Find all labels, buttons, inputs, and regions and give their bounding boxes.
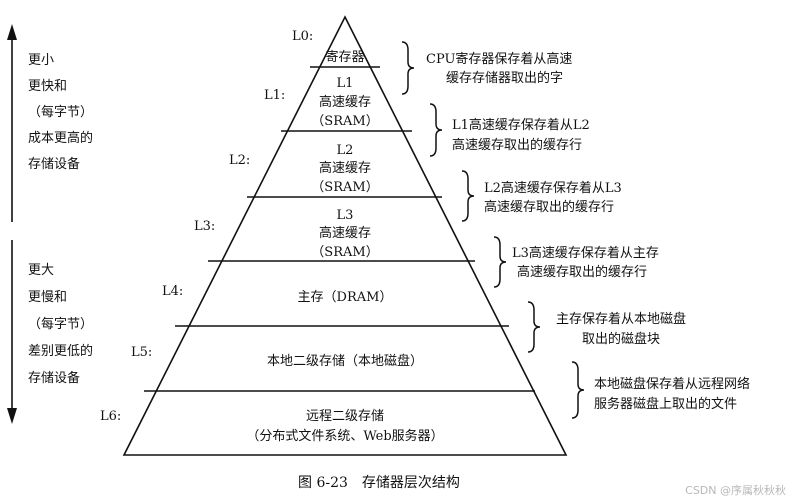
left-annotation-bottom: 更大 更慢和 （每字节） 差别更低的 存储设备 [28, 263, 93, 386]
level-label: L4: [162, 284, 183, 299]
level-label: L2: [229, 153, 250, 168]
side-text: （每字节） [28, 316, 93, 332]
level-description: 主存保存着从本地磁盘 [556, 311, 686, 327]
level-name: 高速缓存 [319, 94, 371, 110]
level-label: L0: [292, 29, 313, 44]
side-text: （每字节） [28, 104, 93, 120]
pyramid-texts: 寄存器 L1 高速缓存 （SRAM） L2 高速缓存 （SRAM） L3 高速缓… [246, 49, 443, 444]
side-text: 成本更高的 [28, 130, 93, 146]
pyramid-dividers [144, 66, 535, 392]
level-name: （SRAM） [311, 245, 378, 260]
level-name: 主存（DRAM） [298, 290, 393, 305]
watermark: CSDN @序属秋秋秋 [685, 483, 786, 497]
level-description: CPU寄存器保存着从高速 [426, 51, 572, 67]
side-text: 更大 [28, 263, 54, 278]
level-name: 本地二级存储（本地磁盘） [267, 353, 423, 369]
level-label: L5: [131, 345, 152, 360]
side-text: 存储设备 [28, 370, 80, 386]
larger-arrow [7, 240, 17, 424]
side-text: 差别更低的 [28, 343, 93, 359]
level-description: 高速缓存取出的缓存行 [517, 264, 647, 280]
level-description: L2高速缓存保存着从L3 [484, 180, 622, 196]
level-name: L3 [337, 208, 354, 223]
level-label: L6: [100, 409, 121, 424]
faster-arrow [7, 24, 17, 222]
level-name: （SRAM） [311, 114, 378, 129]
level-description: 高速缓存取出的缓存行 [452, 137, 582, 153]
level-description: 高速缓存取出的缓存行 [484, 199, 614, 215]
level-descriptions: CPU寄存器保存着从高速 缓存存储器取出的字 L1高速缓存保存着从L2 高速缓存… [426, 51, 750, 412]
level-description: 服务器磁盘上取出的文件 [594, 396, 737, 412]
level-labels: L0: L1: L2: L3: L4: L5: L6: [100, 29, 313, 424]
level-name: 寄存器 [325, 49, 364, 65]
left-annotation-top: 更小 更快和 （每字节） 成本更高的 存储设备 [28, 53, 93, 172]
level-name: （SRAM） [311, 180, 378, 195]
right-braces [401, 41, 585, 419]
level-description: L1高速缓存保存着从L2 [452, 117, 590, 133]
level-description: 取出的磁盘块 [582, 331, 660, 347]
level-name: 高速缓存 [319, 225, 371, 241]
level-name: L2 [337, 143, 354, 158]
level-label: L1: [264, 88, 285, 103]
level-name: 高速缓存 [319, 160, 371, 176]
level-label: L3: [194, 219, 215, 234]
level-name: L1 [337, 76, 354, 91]
level-name: （分布式文件系统、Web服务器） [246, 428, 443, 444]
side-text: 更慢和 [28, 289, 67, 305]
side-text: 存储设备 [28, 156, 80, 172]
level-description: 本地磁盘保存着从远程网络 [594, 376, 750, 392]
level-description: 缓存存储器取出的字 [446, 70, 563, 86]
figure-caption: 图 6-23 存储器层次结构 [298, 475, 460, 491]
side-text: 更小 [28, 53, 54, 68]
side-text: 更快和 [28, 79, 67, 94]
level-description: L3高速缓存保存着从主存 [512, 245, 659, 261]
level-name: 远程二级存储 [306, 409, 384, 424]
pyramid-outline [122, 15, 568, 456]
